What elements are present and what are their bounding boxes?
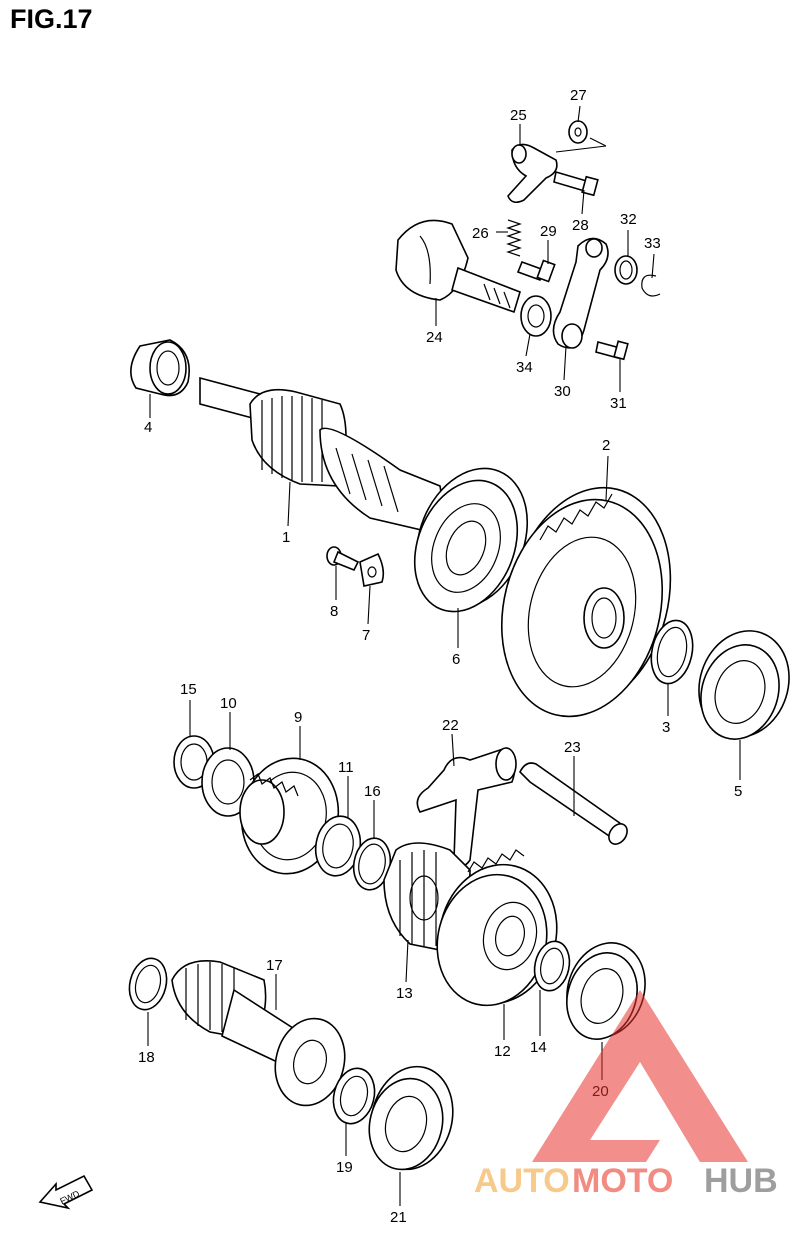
callout-34: 34 [516, 359, 533, 376]
part-fork-shaft-23 [519, 762, 628, 845]
callout-28: 28 [572, 217, 589, 234]
part-washer-18 [128, 957, 168, 1011]
part-spring-26 [506, 219, 522, 257]
callout-7: 7 [362, 627, 370, 644]
watermark-auto: AUTO [474, 1162, 570, 1200]
callout-18: 18 [138, 1049, 155, 1066]
callout-24: 24 [426, 329, 443, 346]
part-gear-9 [239, 757, 340, 875]
part-washer-14 [533, 940, 571, 992]
part-bolt-28 [553, 170, 599, 197]
part-shift-arm-30 [552, 237, 609, 349]
callout-29: 29 [540, 223, 557, 240]
callout-32: 32 [620, 211, 637, 228]
part-bolt-8 [326, 546, 360, 572]
callout-5: 5 [734, 783, 742, 800]
callout-30: 30 [554, 383, 571, 400]
callout-10: 10 [220, 695, 237, 712]
callout-13: 13 [396, 985, 413, 1002]
callout-19: 19 [336, 1159, 353, 1176]
part-bolt-31 [595, 340, 629, 361]
part-countershaft-1 [199, 376, 443, 533]
callout-33: 33 [644, 235, 661, 252]
part-gear-12 [436, 849, 558, 1007]
callout-2: 2 [602, 437, 610, 454]
watermark-logo-icon [532, 990, 748, 1162]
callout-6: 6 [452, 651, 460, 668]
callout-27: 27 [570, 87, 587, 104]
part-washer-27 [568, 120, 588, 144]
callout-8: 8 [330, 603, 338, 620]
part-driveshaft-17 [171, 960, 346, 1107]
callout-11: 11 [338, 759, 354, 776]
callout-3: 3 [662, 719, 670, 736]
callout-17: 17 [266, 957, 283, 974]
part-circlip-3 [650, 619, 694, 685]
part-bolt-29 [516, 259, 556, 283]
callout-4: 4 [144, 419, 152, 436]
callout-31: 31 [610, 395, 627, 412]
callout-25: 25 [510, 107, 527, 124]
callout-1: 1 [282, 529, 290, 546]
part-seal-34 [520, 295, 552, 337]
fwd-arrow-icon: FWD [38, 1174, 94, 1210]
watermark-moto: MOTO [572, 1162, 673, 1200]
part-shift-fork-22 [416, 747, 517, 867]
watermark-text: AUTO MOTO HUB [474, 1162, 778, 1200]
callout-15: 15 [180, 681, 197, 698]
callout-9: 9 [294, 709, 302, 726]
part-primary-gear-2 [500, 486, 672, 718]
callout-26: 26 [472, 225, 489, 242]
figure-title: FIG.17 [10, 4, 93, 34]
callout-16: 16 [364, 783, 381, 800]
part-washer-19 [332, 1067, 376, 1125]
part-washer-32 [614, 255, 638, 285]
part-bearing-6 [413, 467, 529, 613]
callout-21: 21 [390, 1209, 407, 1226]
callout-14: 14 [530, 1039, 547, 1056]
part-plate-7 [359, 552, 385, 587]
part-bearing-5 [698, 630, 790, 740]
part-circlip-33 [641, 274, 661, 297]
leader-lines [147, 105, 741, 1206]
part-arm-25 [507, 143, 558, 204]
part-needle-bearing-4 [130, 339, 190, 397]
watermark-hub: HUB [704, 1162, 778, 1200]
callout-22: 22 [442, 717, 459, 734]
part-bearing-21 [368, 1065, 454, 1171]
callout-23: 23 [564, 739, 581, 756]
callout-12: 12 [494, 1043, 511, 1060]
part-shift-cam-24 [395, 219, 521, 314]
